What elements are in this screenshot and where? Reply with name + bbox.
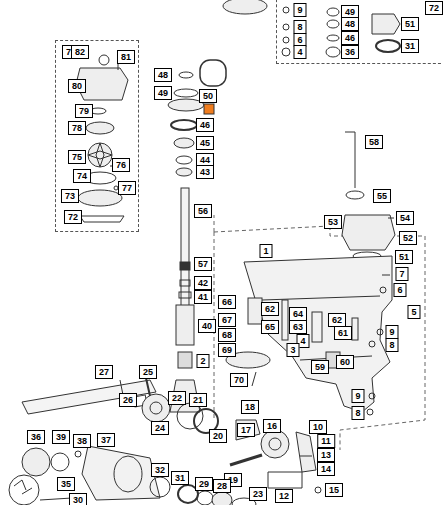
callout-number: 5 xyxy=(407,305,420,319)
callout-number: 59 xyxy=(311,360,329,374)
callout-number: 8 xyxy=(293,20,306,34)
callout-number: 31 xyxy=(171,471,189,485)
callout-number: 48 xyxy=(154,68,172,82)
callout-number: 8 xyxy=(385,338,398,352)
callout-number: 45 xyxy=(196,136,214,150)
callout-number: 64 xyxy=(289,307,307,321)
callout-number: 49 xyxy=(154,86,172,100)
callout-number: 13 xyxy=(317,448,335,462)
callout-number: 72 xyxy=(64,210,82,224)
callout-number: 2 xyxy=(196,354,209,368)
callout-number: 55 xyxy=(373,189,391,203)
callout-number: 77 xyxy=(118,181,136,195)
group-number: 72 xyxy=(425,1,443,15)
callout-number: 48 xyxy=(341,17,359,31)
callout-number: 76 xyxy=(112,158,130,172)
group-box: 71 xyxy=(55,40,139,232)
callout-number: 24 xyxy=(151,421,169,435)
callout-number: 74 xyxy=(73,169,91,183)
callout-number: 57 xyxy=(194,257,212,271)
callout-number: 70 xyxy=(230,373,248,387)
callout-number: 14 xyxy=(317,462,335,476)
callout-number: 46 xyxy=(341,31,359,45)
callout-number: 46 xyxy=(196,118,214,132)
callout-number: 4 xyxy=(293,45,306,59)
callout-number: 51 xyxy=(401,17,419,31)
callout-number: 56 xyxy=(194,204,212,218)
highlight-marker xyxy=(204,104,214,114)
callout-number: 6 xyxy=(393,283,406,297)
callout-number: 35 xyxy=(57,477,75,491)
callout-number: 82 xyxy=(71,45,89,59)
callout-number: 43 xyxy=(196,165,214,179)
callout-number: 27 xyxy=(95,365,113,379)
callout-number: 50 xyxy=(199,89,217,103)
callout-number: 58 xyxy=(365,135,383,149)
callout-number: 26 xyxy=(119,393,137,407)
callout-number: 54 xyxy=(396,211,414,225)
callout-number: 62 xyxy=(328,313,346,327)
callout-number: 69 xyxy=(218,343,236,357)
callout-number: 12 xyxy=(275,489,293,503)
callout-number: 10 xyxy=(309,420,327,434)
callout-number: 31 xyxy=(401,39,419,53)
callout-number: 29 xyxy=(195,477,213,491)
callout-number: 17 xyxy=(237,423,255,437)
callout-number: 32 xyxy=(151,463,169,477)
callout-number: 41 xyxy=(194,290,212,304)
callout-number: 20 xyxy=(209,429,227,443)
callout-number: 1 xyxy=(259,244,272,258)
callout-number: 16 xyxy=(263,419,281,433)
callout-number: 79 xyxy=(75,104,93,118)
callout-number: 52 xyxy=(399,231,417,245)
callout-number: 65 xyxy=(261,320,279,334)
callout-number: 18 xyxy=(241,400,259,414)
callout-number: 23 xyxy=(249,487,267,501)
callout-number: 11 xyxy=(317,434,335,448)
callout-number: 9 xyxy=(293,3,306,17)
callout-number: 28 xyxy=(213,479,231,493)
callout-number: 37 xyxy=(97,433,115,447)
callout-number: 60 xyxy=(336,355,354,369)
callout-number: 30 xyxy=(69,493,87,505)
callout-number: 68 xyxy=(218,328,236,342)
callout-number: 67 xyxy=(218,313,236,327)
callout-number: 21 xyxy=(189,393,207,407)
callout-number: 36 xyxy=(27,430,45,444)
callout-number: 39 xyxy=(52,430,70,444)
callout-number: 8 xyxy=(351,406,364,420)
callout-number: 40 xyxy=(198,319,216,333)
callout-number: 9 xyxy=(385,325,398,339)
callout-number: 81 xyxy=(117,50,135,64)
callout-number: 78 xyxy=(68,121,86,135)
callout-number: 80 xyxy=(68,79,86,93)
callout-number: 3 xyxy=(286,343,299,357)
callout-number: 73 xyxy=(61,189,79,203)
callout-number: 53 xyxy=(324,215,342,229)
callout-number: 75 xyxy=(68,150,86,164)
callout-number: 38 xyxy=(73,434,91,448)
callout-number: 42 xyxy=(194,276,212,290)
callout-number: 66 xyxy=(218,295,236,309)
callout-number: 61 xyxy=(334,326,352,340)
callout-number: 15 xyxy=(325,483,343,497)
callout-number: 7 xyxy=(395,267,408,281)
callout-number: 22 xyxy=(168,391,186,405)
callout-number: 63 xyxy=(289,320,307,334)
callout-number: 62 xyxy=(261,302,279,316)
callout-number: 36 xyxy=(341,45,359,59)
callout-number: 25 xyxy=(139,365,157,379)
callout-number: 51 xyxy=(395,250,413,264)
callout-number: 9 xyxy=(351,389,364,403)
